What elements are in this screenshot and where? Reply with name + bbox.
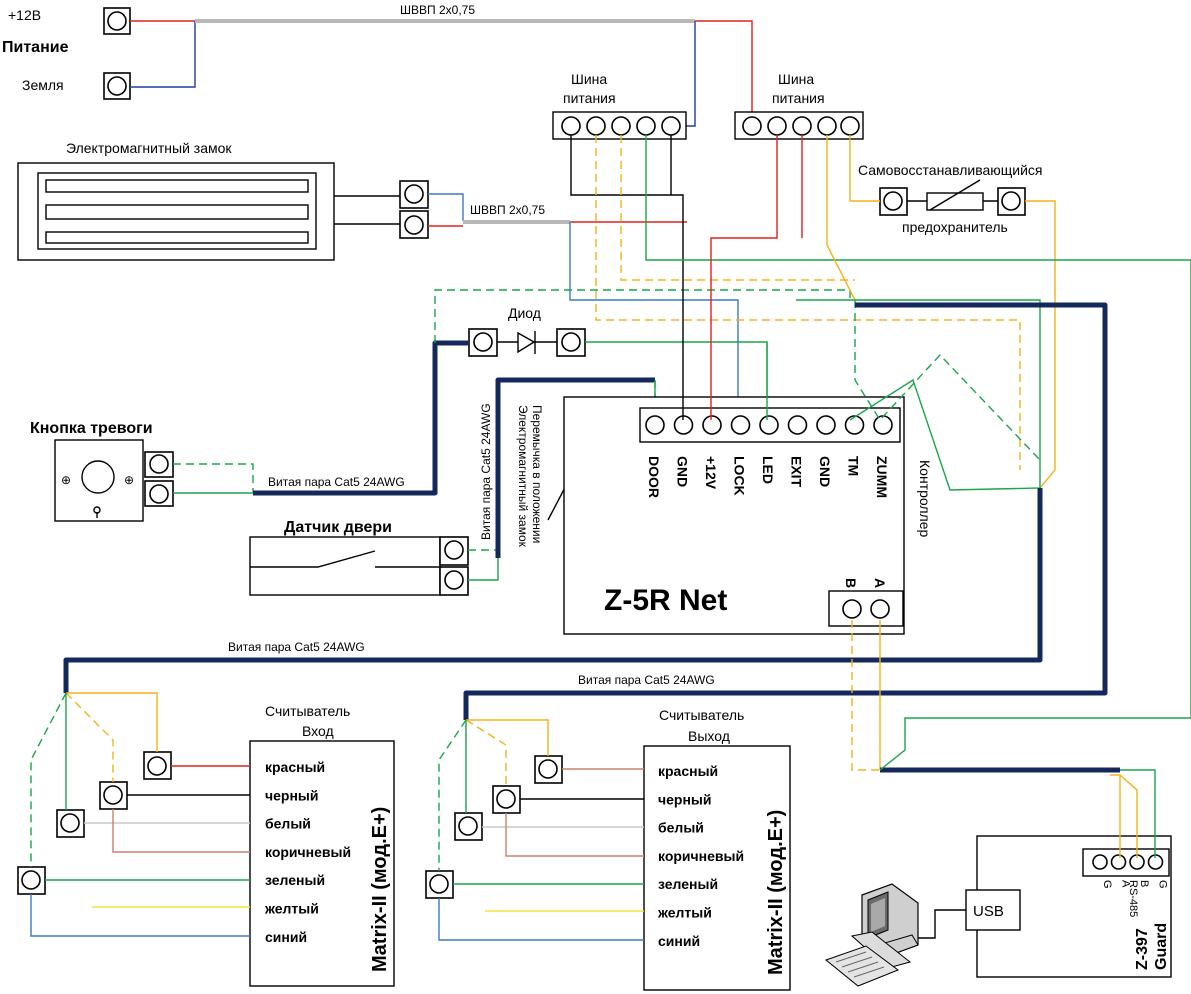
power-supply: +12В Питание Земля [2, 7, 131, 100]
lock-title: Электромагнитный замок [66, 140, 232, 156]
door-sensor: Датчик двери [249, 519, 469, 596]
controller-pin-b-label: B [843, 578, 859, 588]
reader-out-title-1: Считыватель [659, 707, 744, 723]
door-sensor-title: Датчик двери [284, 519, 392, 536]
fuse-label-2: предохранитель [902, 219, 1008, 235]
reader-in-wire-label: синий [265, 929, 307, 945]
reader-in: Считыватель Вход Matrix-II (мод.E+) крас… [17, 703, 395, 987]
controller-terminal-0[interactable] [645, 415, 665, 435]
controller-pin-label-6: GND [817, 456, 833, 487]
controller-terminal-a[interactable] [870, 599, 890, 619]
converter-terminal-0[interactable] [1092, 854, 1108, 870]
controller-side-label: Контроллер [917, 460, 933, 537]
electromagnetic-lock: Электромагнитный замок [17, 140, 429, 261]
reader-in-title-1: Считыватель [265, 703, 350, 719]
reader-out-title-2: Выход [688, 728, 730, 744]
power-bus-right: Шина питания [734, 71, 864, 140]
converter-name-2: Guard [1153, 923, 1170, 970]
controller-terminal-3[interactable] [730, 415, 751, 435]
reader-out: Считыватель Выход Matrix-II (мод.E+) кра… [425, 707, 791, 991]
reader-in-wire-label: черный [265, 787, 318, 803]
controller-pin-a-label: A [872, 578, 888, 588]
converter-pin-label-3: G [1157, 880, 1169, 889]
bus-left-label-2: питания [563, 90, 616, 106]
reader-out-wire-labels: красный черный белый коричневый зеленый желты… [657, 763, 744, 949]
alarm-title: Кнопка тревоги [30, 420, 153, 437]
reader-in-wire-label: коричневый [265, 844, 351, 860]
reader-out-wire-label: белый [658, 820, 704, 836]
reader-out-wire-label: синий [658, 933, 700, 949]
reader-in-wire-labels: красный черный белый коричневый зеленый желты… [264, 759, 351, 945]
controller-terminal-b[interactable] [842, 599, 862, 619]
bus-left-label-1: Шина [571, 71, 607, 87]
jumper-label-1: Перемычка в положении [530, 405, 544, 543]
bus-right-label-2: питания [772, 90, 825, 106]
cable-label-top: ШВВП 2х0,75 [400, 3, 475, 17]
computer-icon[interactable] [824, 883, 919, 987]
controller-terminal-2[interactable] [702, 415, 722, 435]
converter-terminal-1[interactable] [1110, 854, 1127, 870]
usb-port[interactable] [965, 889, 1021, 931]
reader-out-wire-label: коричневый [658, 848, 744, 864]
converter-bus-label: RS-485 [1127, 880, 1139, 917]
controller-pin-row: DOOR GND +12V LOCK LED EXIT GND TM ZUMM [645, 415, 893, 498]
cable-label-trunk-2: Витая пара Cat5 24AWG [578, 673, 715, 687]
reader-in-wire-label: желтый [264, 901, 319, 917]
reader-in-wire-label: зеленый [265, 872, 325, 888]
fuse-label-1: Самовосстанавливающийся [858, 162, 1043, 178]
controller-terminal-4[interactable] [759, 415, 779, 435]
converter-pin-label-2: B [1138, 880, 1150, 887]
controller-pin-label-5: EXIT [789, 456, 805, 488]
converter-name-1: Z-397 [1134, 928, 1151, 970]
controller-terminal-7[interactable] [844, 415, 865, 435]
controller-pin-label-0: DOOR [646, 456, 662, 498]
controller-pin-label-1: GND [675, 456, 691, 487]
controller-pin-label-7: TM [846, 456, 862, 476]
power-plus12-label: +12В [8, 7, 41, 23]
self-resetting-fuse: Самовосстанавливающийся предохранитель [858, 162, 1043, 235]
usb-label: USB [973, 903, 1004, 920]
controller-pin-label-2: +12V [703, 456, 719, 490]
jumper-label-2: Электромагнитный замок [516, 405, 530, 548]
reader-out-wire-label: черный [658, 791, 711, 807]
power-ground-label: Земля [22, 77, 64, 93]
bus-right-label-1: Шина [778, 71, 814, 87]
reader-out-wire-label: желтый [657, 905, 712, 921]
diode: Диод [468, 305, 586, 357]
controller-pin-label-3: LOCK [732, 456, 748, 496]
reader-out-model: Matrix-II (мод.E+) [765, 810, 787, 975]
cable-label-door: Витая пара Cat5 24AWG [479, 403, 493, 540]
diode-label: Диод [508, 305, 541, 321]
power-title: Питание [2, 39, 69, 56]
reader-in-title-2: Вход [302, 723, 334, 739]
converter-pin-label-0: G [1101, 880, 1113, 889]
controller-pin-label-4: LED [760, 456, 776, 484]
reader-in-wire-label: красный [265, 759, 325, 775]
controller-terminal-5[interactable] [787, 415, 808, 435]
converter-pin-label-1: A [1120, 880, 1132, 888]
controller-terminal-8[interactable] [873, 415, 893, 435]
reader-in-model: Matrix-II (мод.E+) [369, 807, 391, 972]
alarm-button: Кнопка тревоги ⊕ ⊕ [30, 420, 174, 522]
controller-pin-label-8: ZUMM [874, 456, 890, 498]
cable-label-alarm: Витая пара Cat5 24AWG [268, 475, 405, 489]
controller-name: Z-5R Net [604, 584, 727, 617]
cable-label-lock: ШВВП 2х0,75 [470, 203, 545, 217]
svg-text:⊕: ⊕ [61, 473, 71, 487]
reader-out-wire-label: зеленый [658, 876, 718, 892]
controller-terminal-6[interactable] [816, 415, 836, 435]
cable-label-trunk-1: Витая пара Cat5 24AWG [228, 640, 365, 654]
controller-z5r-net: DOOR GND +12V LOCK LED EXIT GND TM ZUMM Контролл… [563, 396, 933, 635]
reader-in-wire-label: белый [265, 816, 311, 832]
power-bus-left: Шина питания [552, 71, 687, 140]
reader-out-wire-label: красный [658, 763, 718, 779]
svg-text:⊕: ⊕ [124, 473, 134, 487]
